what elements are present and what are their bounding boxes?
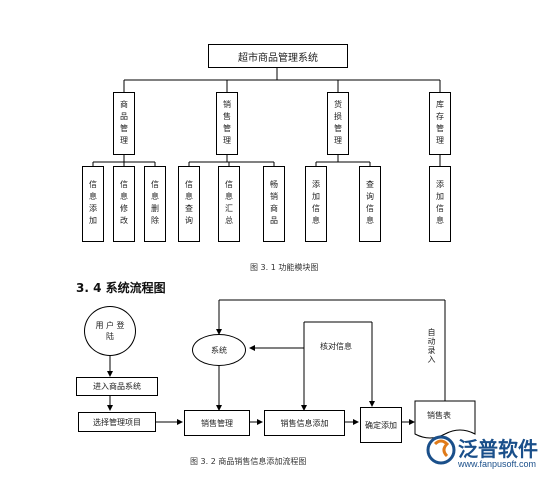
logo-url: www.fanpusoft.com — [458, 459, 537, 469]
fanpu-logo-icon — [426, 435, 456, 465]
leaf-product-delete: 信息删除 — [144, 166, 166, 242]
leaf-inventory-add: 添加信息 — [429, 166, 451, 242]
sales-table-label: 销售表 — [427, 411, 451, 420]
logo-name: 泛普软件 — [458, 439, 538, 461]
confirm-add-node: 确定添加 — [360, 407, 402, 443]
root-node: 超市商品管理系统 — [208, 44, 348, 68]
system-node: 系统 — [192, 334, 246, 366]
leaf-product-edit: 信息修改 — [113, 166, 135, 242]
figure-caption-2: 图 3. 2 商品销售信息添加流程图 — [190, 457, 307, 466]
leaf-sales-summary: 信息汇总 — [218, 166, 240, 242]
leaf-bestsellers: 畅销商品 — [263, 166, 285, 242]
sales-table-node — [414, 400, 476, 439]
section-heading: 3. 4 系统流程图 — [76, 281, 166, 295]
figure-caption-1: 图 3. 1 功能模块图 — [250, 263, 319, 272]
root-label: 超市商品管理系统 — [238, 52, 318, 64]
enter-system-label: 进入商品系统 — [93, 382, 141, 391]
module-product-mgmt: 商品管理 — [113, 92, 135, 155]
system-label: 系统 — [211, 345, 227, 355]
select-item-node: 选择管理项目 — [78, 412, 156, 432]
auto-entry-label: 自动录入 — [427, 328, 436, 364]
select-item-label: 选择管理项目 — [93, 417, 141, 427]
module-sales-mgmt: 销售管理 — [216, 92, 238, 155]
module-inventory-mgmt: 库存管理 — [429, 92, 451, 155]
sales-add-label: 销售信息添加 — [280, 418, 329, 428]
leaf-product-add: 信息添加 — [82, 166, 104, 242]
user-login-label: 用 户 登 陆 — [95, 321, 125, 341]
confirm-add-label: 确定添加 — [365, 420, 397, 430]
leaf-sales-query: 信息查询 — [178, 166, 200, 242]
sales-add-node: 销售信息添加 — [264, 410, 345, 436]
leaf-damage-add: 添加信息 — [305, 166, 327, 242]
leaf-damage-query: 查询信息 — [359, 166, 381, 242]
sales-mgmt-node: 销售管理 — [184, 410, 250, 436]
enter-system-node: 进入商品系统 — [76, 377, 158, 396]
sales-mgmt-label: 销售管理 — [201, 418, 233, 428]
module-damage-mgmt: 货损管理 — [327, 92, 349, 155]
user-login-node: 用 户 登 陆 — [84, 306, 136, 356]
verify-info-label: 核对信息 — [320, 342, 352, 351]
